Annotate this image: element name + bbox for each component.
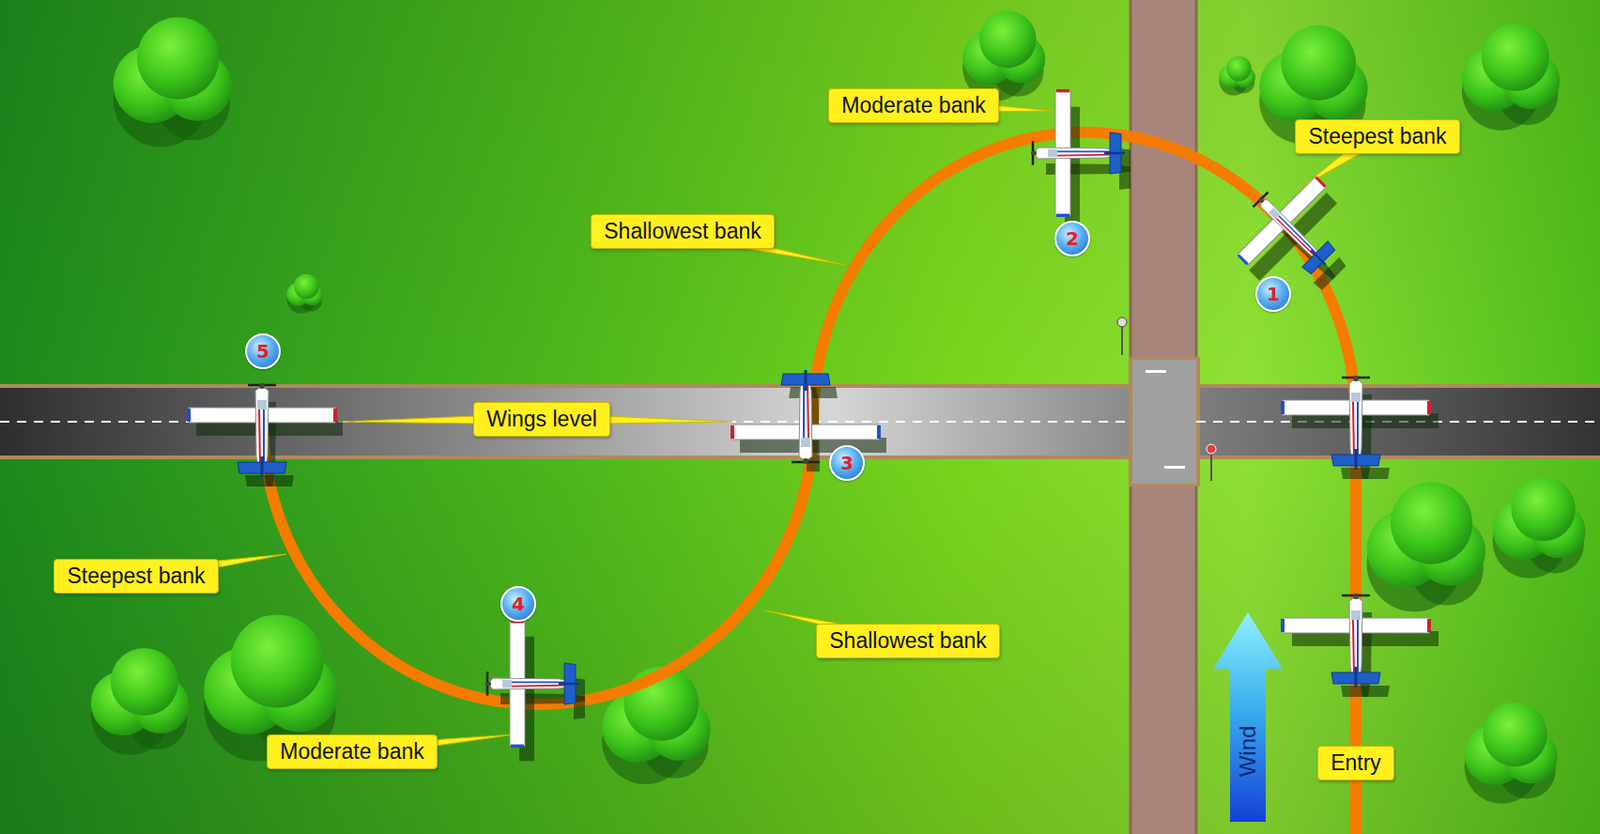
airplane	[1280, 375, 1431, 470]
callout-text: Steepest bank	[66, 563, 205, 589]
dirt-road	[1130, 0, 1197, 834]
ground-track	[262, 132, 1356, 834]
wind-arrow	[1213, 612, 1283, 822]
callout-number: 1	[1255, 276, 1292, 312]
callout-box: Wings level	[473, 401, 611, 437]
callout-number: 5	[245, 333, 281, 370]
airplane	[1219, 158, 1367, 306]
airplane	[485, 619, 580, 748]
callout-number: 2	[1054, 220, 1091, 257]
callout-text: Shallowest bank	[829, 628, 987, 654]
callout-text: 4	[511, 592, 525, 616]
callout-number: 4	[500, 585, 537, 622]
callout-text: Shallowest bank	[603, 218, 762, 245]
callout-text: 1	[1266, 282, 1280, 306]
callout-box: Shallowest bank	[815, 623, 1000, 659]
callout-number: 3	[829, 445, 865, 481]
leader-pointers	[131, 97, 1386, 757]
callout-text: Moderate bank	[841, 92, 985, 119]
callout-text: 3	[840, 451, 854, 475]
airplane	[1280, 593, 1431, 688]
wind-label: Wind	[1234, 725, 1262, 778]
callout-box: Shallowest bank	[590, 214, 775, 249]
airplane	[186, 383, 338, 477]
airplanes	[186, 89, 1439, 761]
callout-box: Moderate bank	[828, 88, 1000, 124]
callout-text: Entry	[1330, 750, 1382, 776]
callout-text: Moderate bank	[279, 738, 424, 765]
callout-box: Entry	[1317, 745, 1395, 781]
callout-box: Moderate bank	[266, 734, 438, 770]
callout-box: Steepest bank	[1294, 119, 1461, 154]
road-signs	[1117, 317, 1216, 481]
callout-text: 5	[256, 339, 270, 363]
callout-box: Steepest bank	[53, 558, 219, 594]
airplane	[1030, 89, 1125, 217]
callout-text: Wings level	[486, 406, 598, 432]
callout-text: Steepest bank	[1307, 123, 1447, 150]
callout-text: 2	[1065, 227, 1079, 250]
